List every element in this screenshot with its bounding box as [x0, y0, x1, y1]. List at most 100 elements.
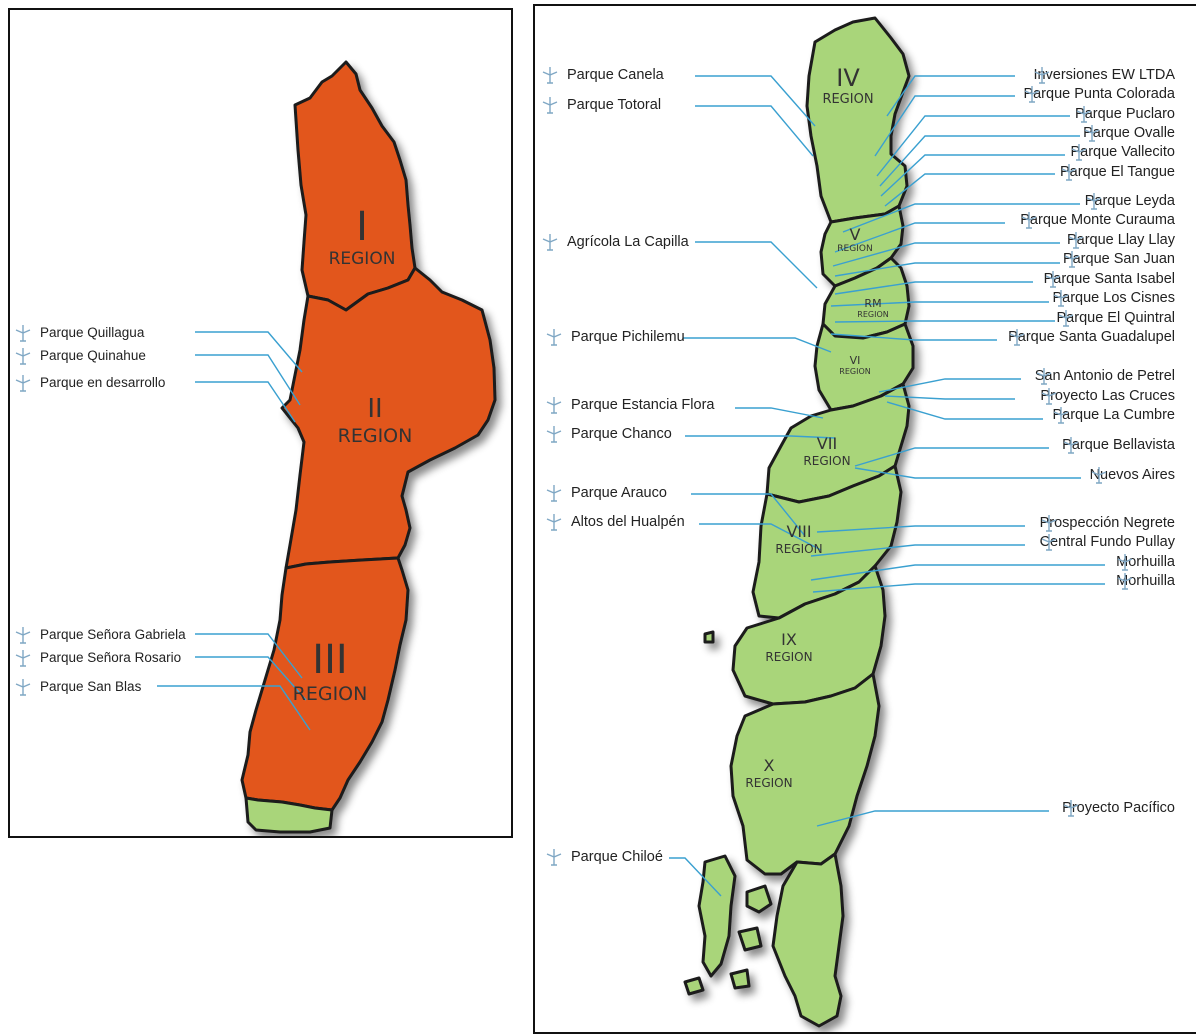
label-text: Parque Chanco	[571, 426, 672, 442]
right-label-item: Parque El Tangue	[1060, 163, 1175, 181]
label-text: Parque Quinahue	[40, 348, 146, 363]
wind-turbine-icon	[15, 679, 31, 696]
label-text: Parque Bellavista	[1062, 437, 1175, 453]
wind-turbine-icon	[1072, 144, 1087, 161]
region-iv-label: IV REGION	[803, 64, 893, 108]
wind-turbine-icon	[15, 650, 31, 667]
region-numeral: V	[849, 225, 861, 244]
label-text: Parque Pichilemu	[571, 329, 685, 345]
wind-turbine-icon	[1036, 368, 1051, 385]
region-numeral: II	[367, 394, 383, 424]
label-parque-en-desarrollo: Parque en desarrollo	[14, 374, 165, 392]
wind-turbine-icon	[15, 325, 31, 342]
wind-turbine-icon	[1061, 164, 1077, 181]
right-label-item: Parque Puclaro	[1075, 105, 1175, 123]
wind-turbine-icon	[1068, 232, 1084, 249]
label-text: Parque Arauco	[571, 485, 667, 501]
right-label-item: Parque San Juan	[1063, 250, 1175, 268]
right-label-item: Central Fundo Pullay	[1040, 533, 1175, 551]
label-text: Central Fundo Pullay	[1039, 534, 1175, 550]
right-label-item: Nuevos Aires	[1090, 466, 1175, 484]
label-text: Parque Canela	[567, 67, 664, 83]
region-numeral: VI	[849, 354, 861, 367]
region-numeral: IV	[836, 64, 860, 92]
label-text: Parque Santa Guadalupel	[1008, 329, 1175, 345]
north-leader-lines	[157, 331, 311, 731]
wind-turbine-icon	[546, 849, 562, 866]
region-numeral: X	[763, 756, 775, 775]
region-word: REGION	[857, 310, 889, 319]
region-word: REGION	[839, 367, 871, 376]
label-parque-chiloe: Parque Chiloé	[545, 848, 663, 866]
island-chiloe-shape	[697, 854, 737, 978]
region-word: REGION	[775, 542, 823, 556]
wind-turbine-icon	[542, 97, 558, 114]
region-word: REGION	[822, 92, 874, 107]
region-word: REGION	[745, 776, 793, 790]
label-text: Inversiones EW LTDA	[1033, 67, 1175, 83]
wind-turbine-icon	[1041, 534, 1056, 551]
label-parque-san-blas: Parque San Blas	[14, 678, 141, 696]
wind-turbine-icon	[1009, 329, 1025, 346]
region-numeral: IX	[781, 630, 797, 649]
region-word: REGION	[803, 454, 851, 468]
right-label-item: Parque El Quintral	[1057, 309, 1175, 327]
wind-turbine-icon	[1041, 515, 1056, 532]
wind-turbine-icon	[15, 375, 31, 392]
wind-turbine-icon	[15, 627, 31, 644]
label-text: Parque Quillagua	[40, 325, 145, 340]
wind-turbine-icon	[1021, 212, 1037, 229]
label-text: Parque El Tangue	[1059, 164, 1175, 180]
label-text: Parque Ovalle	[1083, 125, 1175, 141]
region-iii-label: III REGION	[270, 638, 390, 706]
wind-turbine-icon	[1091, 467, 1106, 484]
right-label-item: Proyecto Pacífico	[1062, 799, 1175, 817]
region-vii-label: VII REGION	[789, 434, 865, 468]
label-text: Morhuilla	[1116, 573, 1175, 589]
label-text: Parque Llay Llay	[1066, 232, 1175, 248]
wind-turbine-icon	[1042, 388, 1057, 405]
wind-turbine-icon	[546, 485, 562, 502]
label-text: Parque Señora Gabriela	[40, 627, 186, 642]
right-label-item: Parque Llay Llay	[1067, 231, 1175, 249]
label-agricola-la-capilla: Agrícola La Capilla	[541, 233, 689, 251]
label-parque-senora-gabriela: Parque Señora Gabriela	[14, 626, 186, 644]
label-text: Parque El Quintral	[1056, 310, 1175, 326]
right-label-item: Parque Monte Curauma	[1020, 211, 1175, 229]
wind-turbine-icon	[546, 329, 562, 346]
region-i-label: I REGION	[302, 205, 422, 269]
wind-turbine-icon	[1063, 437, 1079, 454]
wind-turbine-icon	[1117, 554, 1133, 571]
region-xi-shape	[771, 852, 845, 1028]
island-small-1	[745, 884, 773, 914]
region-vi-label: VI REGION	[817, 354, 893, 377]
region-ix-label: IX REGION	[751, 630, 827, 664]
right-label-item: Parque Bellavista	[1062, 436, 1175, 454]
label-text: Parque Los Cisnes	[1052, 290, 1175, 306]
label-text: Nuevos Aires	[1089, 467, 1175, 483]
label-parque-chanco: Parque Chanco	[545, 425, 672, 443]
island-small-3	[729, 968, 751, 990]
region-numeral: VII	[816, 434, 838, 453]
right-label-item: Parque Vallecito	[1070, 143, 1175, 161]
wind-turbine-icon	[1086, 193, 1101, 210]
label-text: Morhuilla	[1116, 554, 1175, 570]
region-viii-label: VIII REGION	[761, 522, 837, 556]
region-iv-sliver-shape	[244, 796, 334, 834]
region-x-label: X REGION	[731, 756, 807, 790]
region-numeral: RM	[864, 297, 882, 310]
wind-turbine-icon	[15, 348, 31, 365]
right-label-item: Parque Santa Isabel	[1044, 270, 1175, 288]
label-parque-quillagua: Parque Quillagua	[14, 324, 144, 342]
region-ii-shape	[280, 266, 497, 570]
label-text: Parque San Blas	[40, 679, 142, 694]
region-word: REGION	[328, 249, 396, 269]
label-text: San Antonio de Petrel	[1034, 368, 1175, 384]
wind-turbine-icon	[1076, 106, 1092, 123]
wind-turbine-icon	[1063, 800, 1079, 817]
right-label-item: Parque Santa Guadalupel	[1008, 328, 1175, 346]
region-v-label: V REGION	[817, 226, 893, 255]
right-label-item: Parque Ovalle	[1083, 124, 1175, 142]
region-iii-shape	[240, 556, 410, 812]
right-label-item: Parque Punta Colorada	[1023, 85, 1175, 103]
